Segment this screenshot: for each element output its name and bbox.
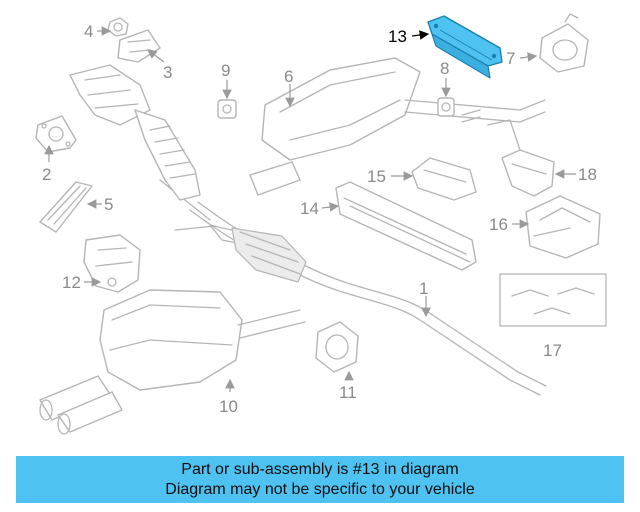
- part-9-hanger[interactable]: [217, 99, 237, 119]
- callout-4: 4: [84, 22, 93, 41]
- banner-line-2: Diagram may not be specific to your vehi…: [165, 481, 475, 498]
- part-10-front-muffler[interactable]: [39, 289, 306, 435]
- leader-lines: [44, 26, 576, 392]
- part-14-heat-shield[interactable]: [335, 181, 477, 271]
- info-banner: Part or sub-assembly is #13 in diagram D…: [16, 456, 624, 503]
- banner-line-1: Part or sub-assembly is #13 in diagram: [181, 461, 459, 478]
- exhaust-system-diagram: 1 2 3 4 5 6 7 8 9 10 11 12 13 14 15 16 1…: [35, 13, 607, 435]
- part-15-bracket[interactable]: [411, 157, 477, 201]
- part-17-clip-set[interactable]: [499, 273, 607, 327]
- callout-6: 6: [284, 67, 293, 86]
- callout-16: 16: [489, 215, 508, 234]
- callout-labels: 1 2 3 4 5 6 7 8 9 10 11 12 13 14 15 16 1…: [42, 22, 597, 416]
- callout-3: 3: [163, 63, 172, 82]
- part-16-bracket[interactable]: [525, 195, 601, 259]
- part-13-bracket-highlighted[interactable]: [427, 15, 503, 79]
- callout-14: 14: [300, 199, 319, 218]
- part-8-hanger[interactable]: [437, 97, 455, 117]
- callout-15: 15: [367, 167, 386, 186]
- callout-2: 2: [42, 165, 51, 184]
- part-12-bracket[interactable]: [83, 234, 141, 293]
- callout-9: 9: [221, 61, 230, 80]
- part-7-clamp[interactable]: [539, 13, 589, 73]
- callout-7: 7: [506, 49, 515, 68]
- part-1-exhaust-pipe[interactable]: [159, 179, 547, 396]
- part-18-bracket[interactable]: [501, 149, 555, 197]
- part-5-heat-shield[interactable]: [39, 181, 93, 233]
- callout-17: 17: [543, 341, 562, 360]
- callout-5: 5: [104, 195, 113, 214]
- part-4-nut[interactable]: [107, 17, 129, 37]
- callout-12: 12: [62, 273, 81, 292]
- callout-8: 8: [440, 59, 449, 78]
- callout-1: 1: [419, 279, 428, 298]
- callout-13: 13: [388, 27, 407, 46]
- part-2-gasket[interactable]: [35, 115, 77, 153]
- callout-10: 10: [219, 397, 238, 416]
- callout-11: 11: [339, 383, 357, 402]
- part-11-clamp[interactable]: [315, 321, 359, 373]
- front-pipe-catalytic-converter: [69, 64, 201, 201]
- callout-18: 18: [578, 165, 597, 184]
- part-6-rear-muffler[interactable]: [249, 57, 546, 196]
